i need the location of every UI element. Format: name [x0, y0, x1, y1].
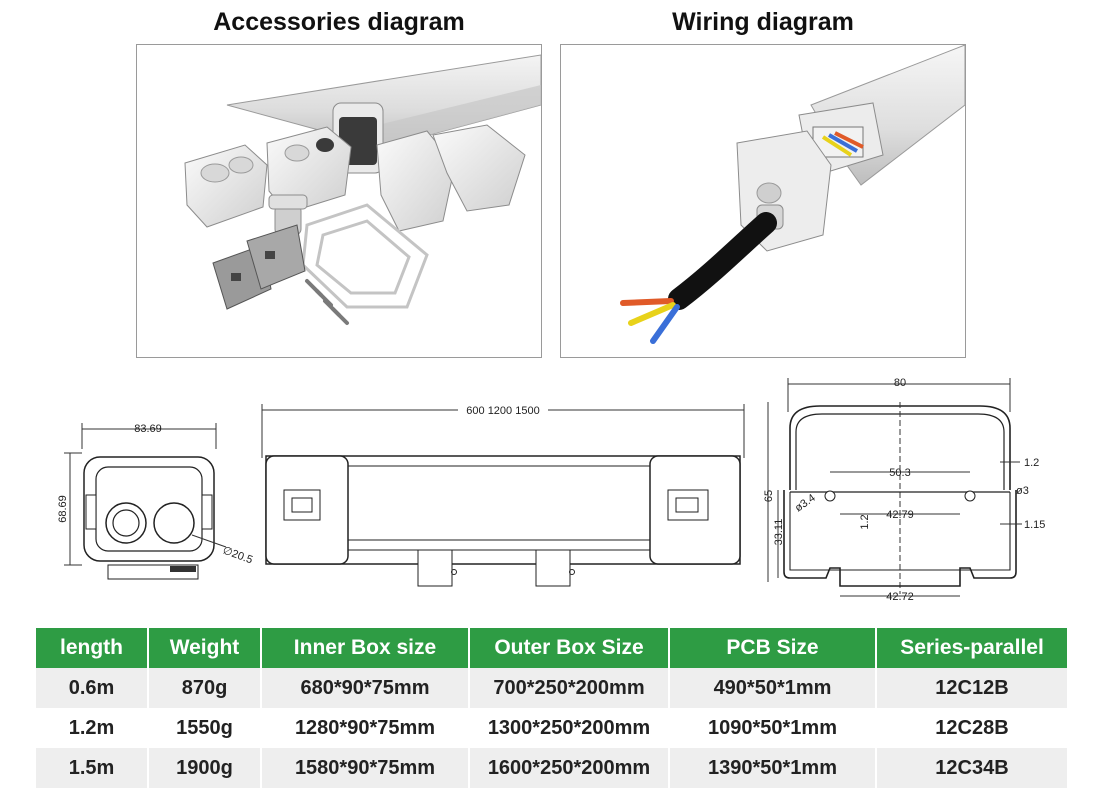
header-outer-box: Outer Box Size: [470, 628, 670, 668]
profile-section-drawing: 80 65 50.3 42.79 42.72 33.11 ø3.4 ø3 1.2…: [763, 377, 1045, 603]
wiring-photo: [560, 44, 966, 358]
profile-width-label: 80: [894, 377, 906, 389]
cell-length: 1.2m: [36, 708, 149, 748]
cell-outer-box: 1600*250*200mm: [470, 748, 670, 788]
header-inner-box: Inner Box size: [262, 628, 470, 668]
accessories-photo: [136, 44, 542, 358]
gland-diameter-label: ∅20.5: [221, 545, 254, 567]
cell-outer-box: 1300*250*200mm: [470, 708, 670, 748]
cell-inner-box: 1580*90*75mm: [262, 748, 470, 788]
cell-weight: 870g: [149, 668, 262, 708]
table-row: 1.2m 1550g 1280*90*75mm 1300*250*200mm 1…: [36, 708, 1067, 748]
inner-width-label: 50.3: [889, 467, 910, 479]
inner-wall-label: 1.2: [859, 514, 871, 529]
hole-left-label: ø3.4: [793, 492, 818, 514]
header-length: length: [36, 628, 149, 668]
lengths-label: 600 1200 1500: [466, 405, 539, 417]
cell-series-parallel: 12C28B: [877, 708, 1067, 748]
end-cap-part: [184, 144, 268, 228]
end-height-label: 68.69: [57, 495, 69, 523]
cell-pcb-size: 490*50*1mm: [670, 668, 877, 708]
wiring-diagram-title: Wiring diagram: [672, 8, 854, 36]
base-width-label: 42.72: [886, 591, 914, 603]
cell-weight: 1900g: [149, 748, 262, 788]
cell-inner-box: 1280*90*75mm: [262, 708, 470, 748]
spec-table: length Weight Inner Box size Outer Box S…: [36, 628, 1067, 788]
table-row: 0.6m 870g 680*90*75mm 700*250*200mm 490*…: [36, 668, 1067, 708]
side-view-drawing: 600 1200 1500: [261, 403, 745, 587]
header-series-parallel: Series-parallel: [877, 628, 1067, 668]
cell-length: 1.5m: [36, 748, 149, 788]
table-row: 1.5m 1900g 1580*90*75mm 1600*250*200mm 1…: [36, 748, 1067, 788]
cell-outer-box: 700*250*200mm: [470, 668, 670, 708]
rib-label: 1.15: [1024, 519, 1045, 531]
header-weight: Weight: [149, 628, 262, 668]
cell-series-parallel: 12C34B: [877, 748, 1067, 788]
hole-right-label: ø3: [1016, 485, 1029, 497]
end-view-drawing: 83.69 68.69 ∅20.5: [57, 423, 254, 580]
inner-height-label: 33.11: [773, 519, 785, 546]
slot-width-label: 42.79: [886, 509, 914, 521]
cell-inner-box: 680*90*75mm: [262, 668, 470, 708]
cell-length: 0.6m: [36, 668, 149, 708]
cell-pcb-size: 1390*50*1mm: [670, 748, 877, 788]
side-wall-label: 1.2: [1024, 457, 1039, 469]
cell-pcb-size: 1090*50*1mm: [670, 708, 877, 748]
end-width-label: 83.69: [134, 423, 162, 435]
cell-series-parallel: 12C12B: [877, 668, 1067, 708]
cell-weight: 1550g: [149, 708, 262, 748]
profile-height-label: 65: [763, 490, 775, 502]
accessories-diagram-title: Accessories diagram: [213, 8, 465, 36]
header-pcb-size: PCB Size: [670, 628, 877, 668]
table-header-row: length Weight Inner Box size Outer Box S…: [36, 628, 1067, 668]
